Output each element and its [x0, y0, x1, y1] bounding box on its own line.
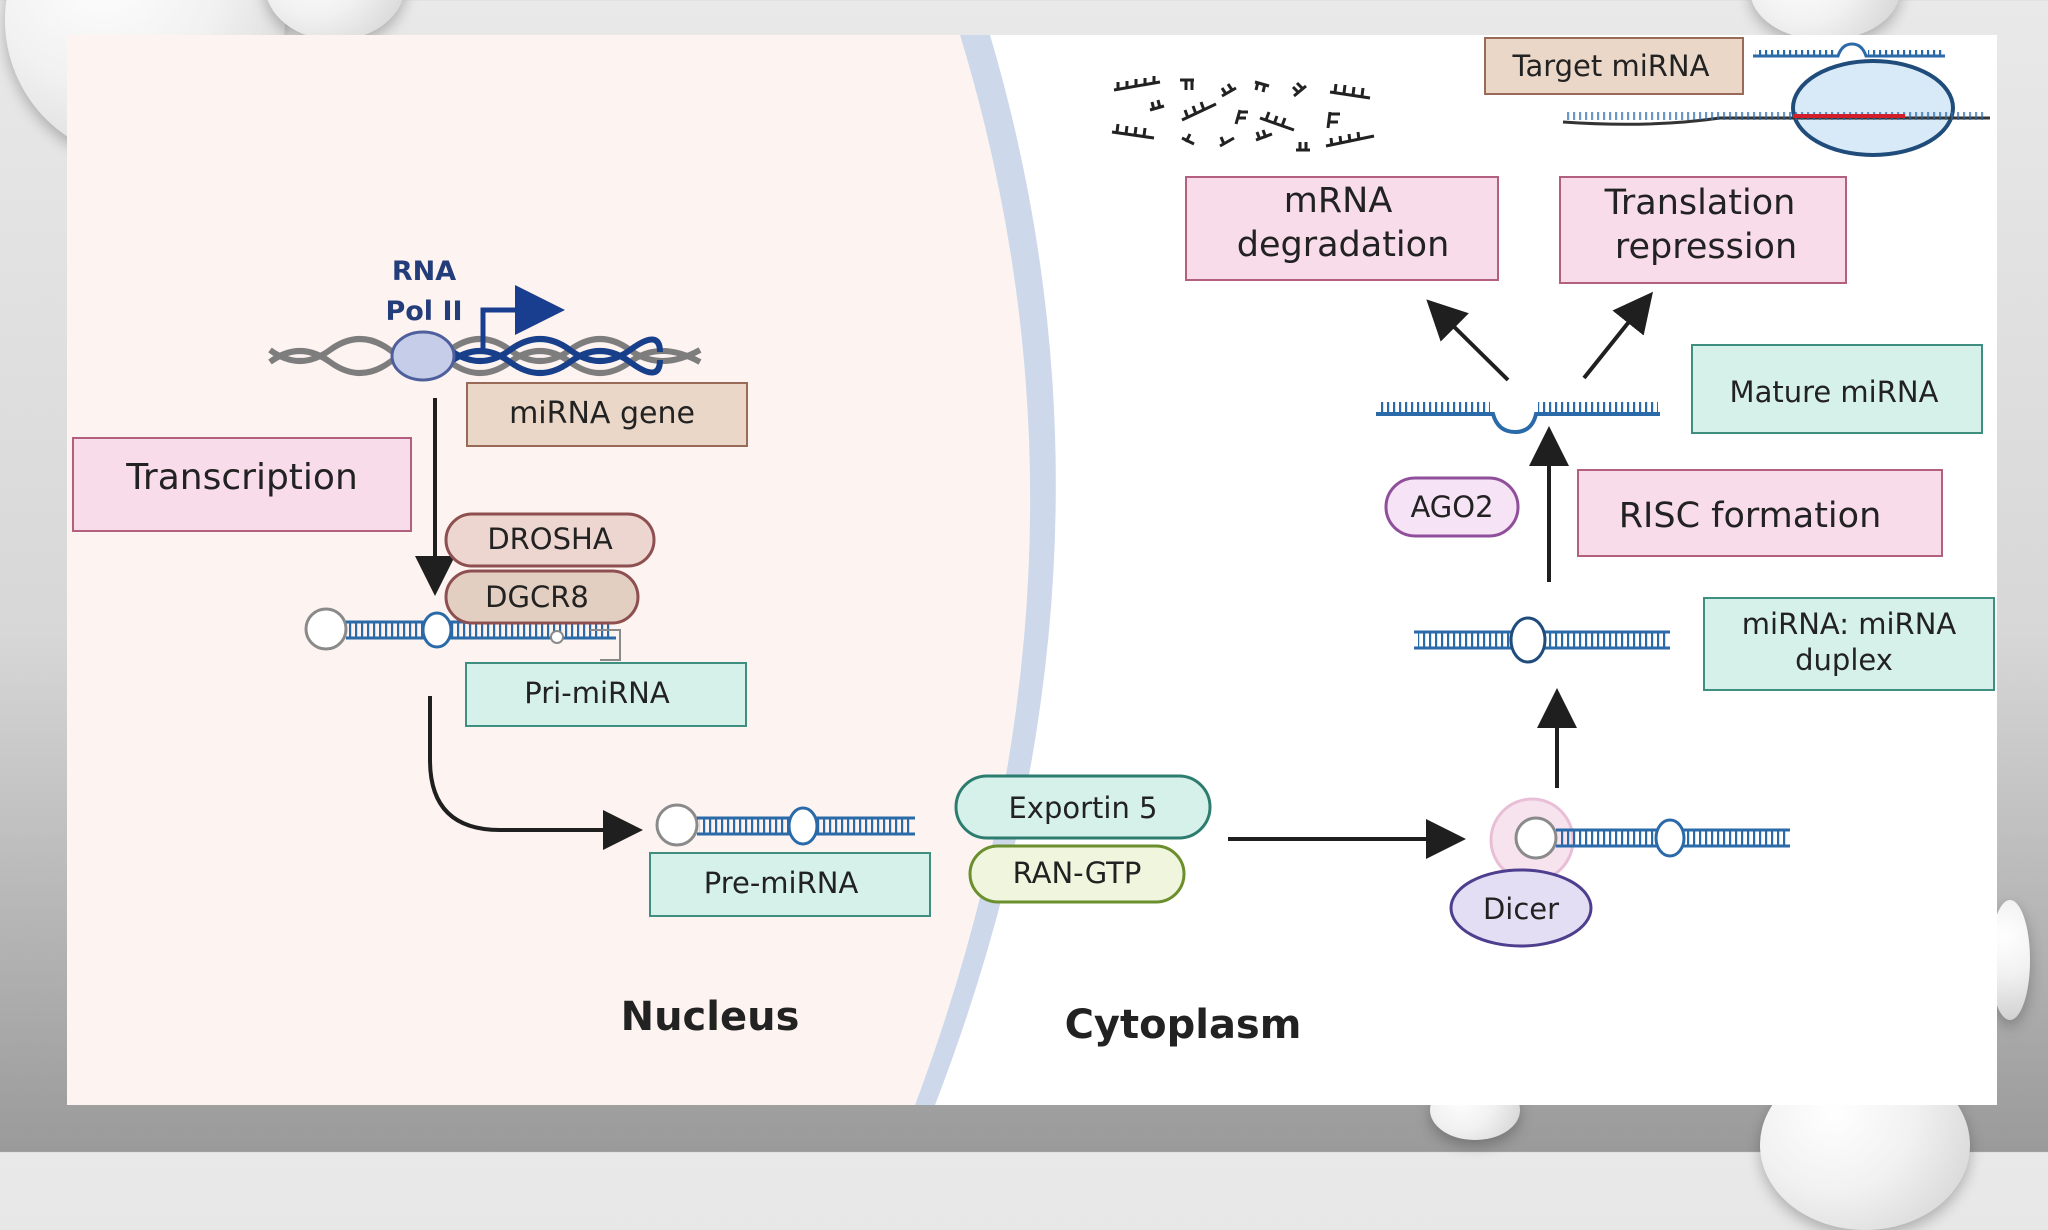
- mirna-gene-box: [466, 382, 748, 447]
- mrna-degradation-label-2: degradation: [1237, 225, 1450, 265]
- translation-repression-box: [1559, 176, 1847, 284]
- exportin-pill: [954, 774, 1212, 840]
- target-mirna-box: [1484, 37, 1744, 95]
- drosha-label: DROSHA: [487, 522, 613, 556]
- degraded-mrna-fragments: [1111, 76, 1375, 152]
- ran-gtp-pill: [968, 844, 1186, 904]
- mirna-biogenesis-diagram: RNA Pol II miRNA gene Transcription DROS…: [67, 35, 1997, 1105]
- repression-arrow: [1582, 291, 1653, 380]
- risc-label: RISC formation: [1619, 496, 1882, 536]
- transcription-label: Transcription: [125, 457, 358, 498]
- mirna-duplex-strands: [1414, 616, 1670, 664]
- transcription-start-arrow: [480, 285, 565, 350]
- mirna-gene-label: miRNA gene: [509, 396, 695, 431]
- dna-helix: [268, 336, 702, 376]
- nucleus-label: Nucleus: [621, 994, 800, 1040]
- ago2-pill: [1384, 476, 1520, 538]
- pre-mirna-label: Pre-miRNA: [704, 866, 859, 900]
- dgcr8-pill: [444, 569, 640, 625]
- nuclear-membrane: [915, 35, 1056, 1105]
- ago-complex-icon: [1791, 59, 1955, 157]
- duplex-box: [1703, 597, 1995, 691]
- mrna-degradation-label-1: mRNA: [1284, 181, 1393, 221]
- target-mirna-label: Target miRNA: [1512, 49, 1710, 83]
- degradation-arrow: [1426, 299, 1510, 382]
- duplex-label-1: miRNA: miRNA: [1742, 607, 1957, 641]
- rna-pol-label-2: Pol II: [385, 296, 462, 327]
- dgcr8-label: DGCR8: [485, 580, 589, 614]
- bound-mirna-strand: [1753, 42, 1945, 58]
- rna-pol-ii-icon: [390, 330, 456, 382]
- ago2-label: AGO2: [1410, 490, 1493, 524]
- transcription-box: [72, 437, 412, 532]
- pre-mirna-hairpin: [655, 803, 915, 847]
- rna-pol-label-1: RNA: [392, 256, 456, 287]
- pri-mirna-box: [465, 662, 747, 727]
- mature-mirna-label: Mature miRNA: [1730, 375, 1939, 409]
- exportin-label: Exportin 5: [1008, 791, 1157, 825]
- translation-repression-label-2: repression: [1615, 227, 1797, 267]
- translation-repression-label-1: Translation: [1604, 183, 1796, 223]
- cytoplasm-label: Cytoplasm: [1065, 1002, 1302, 1048]
- ran-gtp-label: RAN-GTP: [1013, 856, 1142, 890]
- mature-mirna-box: [1691, 344, 1983, 434]
- pri-mirna-label: Pri-miRNA: [524, 676, 670, 710]
- risc-box: [1577, 469, 1943, 557]
- target-mrna-strand: [1562, 112, 1990, 126]
- dicer-label: Dicer: [1483, 892, 1559, 926]
- mature-mirna-strand: [1376, 402, 1660, 435]
- pre-mirna-box: [649, 852, 931, 917]
- duplex-label-2: duplex: [1795, 643, 1893, 677]
- mrna-degradation-box: [1185, 176, 1499, 281]
- dicer-pre-mirna-hairpin: [1514, 816, 1790, 860]
- processing-arrow: [428, 696, 643, 850]
- drosha-pill: [444, 512, 656, 568]
- dicer-blob: [1449, 868, 1593, 948]
